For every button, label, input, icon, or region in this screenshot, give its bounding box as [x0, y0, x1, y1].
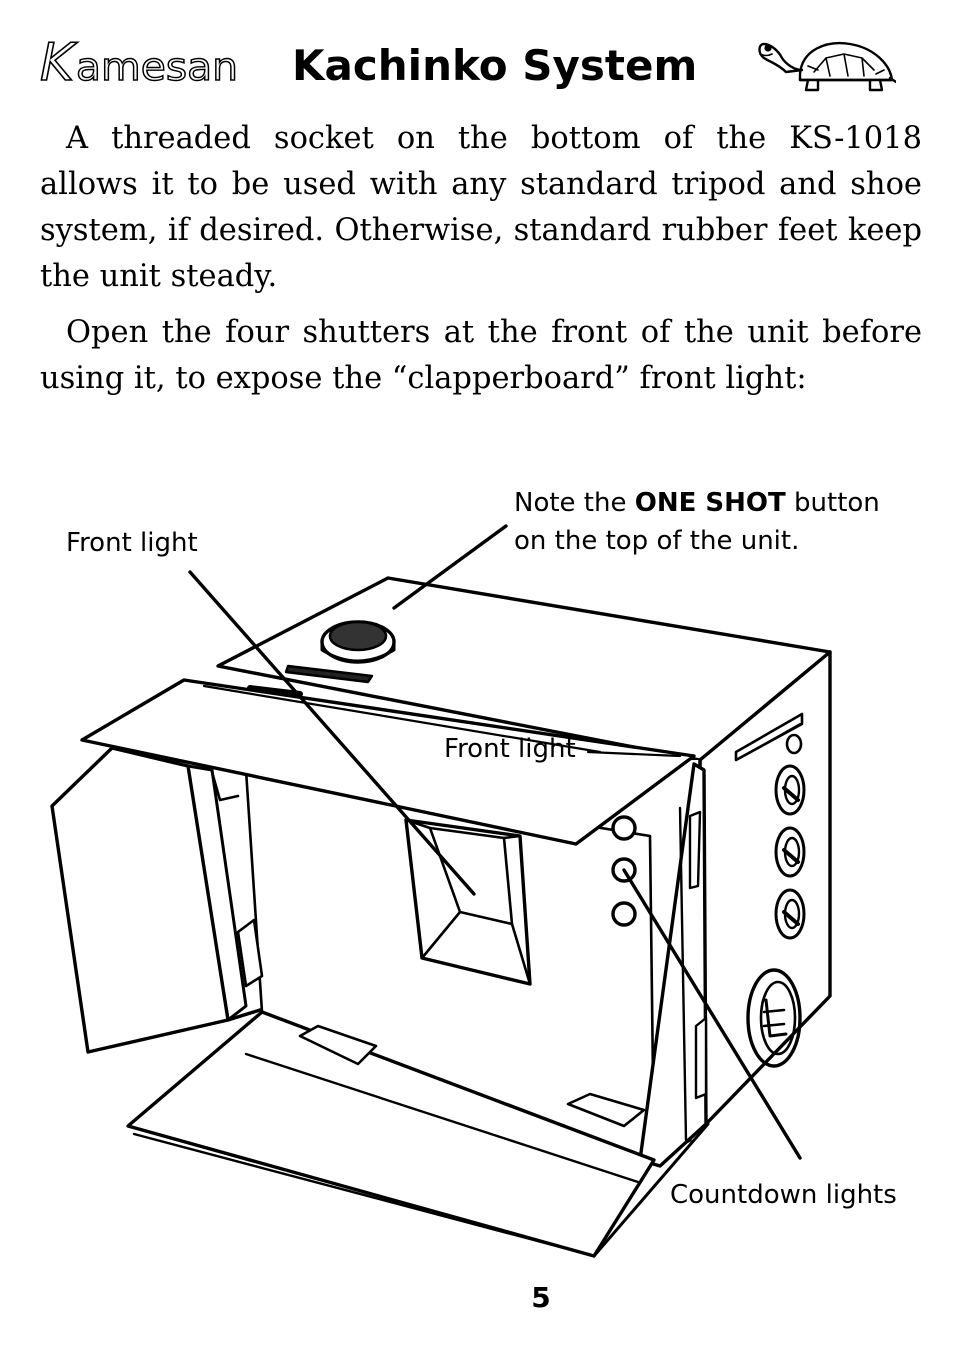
- leader-front-light: [188, 570, 476, 896]
- page-number: 5: [531, 1281, 551, 1314]
- turtle-icon: [758, 41, 896, 92]
- unit-diagram: [50, 524, 832, 1258]
- countdown-lights: [611, 815, 637, 927]
- callout-countdown: Countdown lights: [670, 1180, 897, 1210]
- callout-one-shot-strong: ONE SHOT: [634, 488, 786, 518]
- front-light-window: [404, 818, 532, 986]
- callout-one-shot: Note the ONE SHOT button on the top of t…: [514, 484, 880, 560]
- paragraph-shutters: Open the four shutters at the front of t…: [40, 315, 922, 396]
- leader-countdown: [622, 868, 802, 1160]
- side-knobs: [774, 764, 806, 940]
- page-title: Kachinko System: [292, 41, 698, 90]
- callout-front-light-mid: Front light: [444, 734, 576, 764]
- brand-initial: K: [40, 33, 78, 88]
- one-shot-button: [320, 620, 396, 664]
- callout-one-shot-line2: on the top of the unit.: [514, 526, 800, 556]
- top-shutter: [80, 678, 696, 846]
- paragraph-tripod: A threaded socket on the bottom of the K…: [40, 121, 922, 294]
- side-connector: [746, 968, 802, 1068]
- callout-one-shot-suffix: button: [785, 488, 880, 518]
- callout-front-light-left: Front light: [66, 528, 198, 558]
- bottom-shutter: [126, 1010, 656, 1258]
- leader-one-shot: [392, 524, 508, 610]
- brand-logo: K amesan: [39, 32, 239, 88]
- left-shutter: [50, 746, 230, 1054]
- brand-wordmark: amesan: [76, 45, 238, 88]
- callout-one-shot-prefix: Note the: [514, 488, 635, 518]
